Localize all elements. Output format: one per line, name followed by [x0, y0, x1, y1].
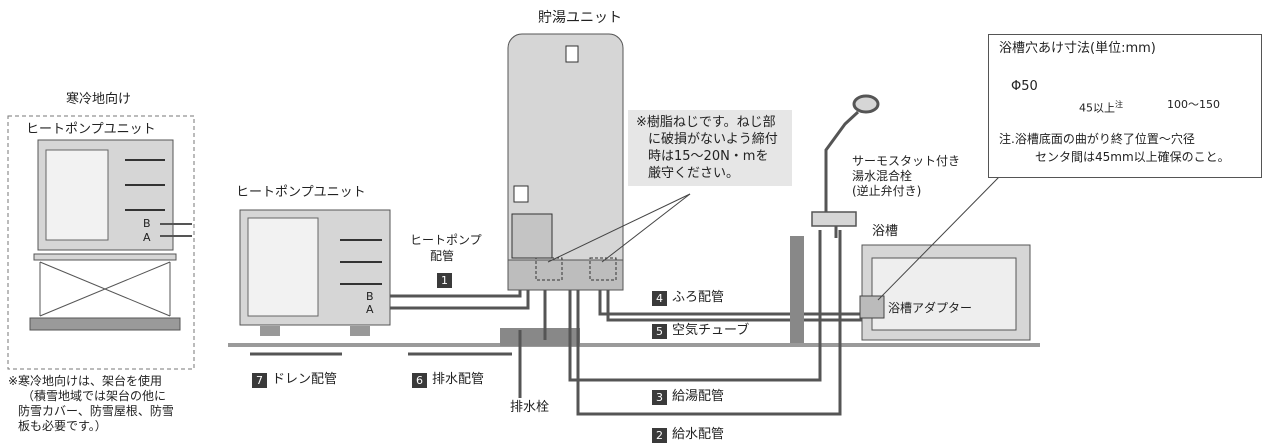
pipe-label-6: 6 排水配管	[412, 372, 484, 388]
pipe-network	[250, 230, 870, 416]
cold-stand	[29, 253, 181, 331]
cold-region-frame	[7, 115, 195, 370]
pipe-num-5: 5	[652, 324, 667, 339]
pipe-label-7: 7 ドレン配管	[252, 372, 337, 388]
bathtub-label: 浴槽	[872, 224, 899, 239]
pipe-label-5: 5 空気チューブ	[652, 323, 749, 339]
resin-note-line-3: 時は15〜20N・mを	[648, 149, 769, 164]
dimension-45-value: 45以上	[1079, 101, 1115, 115]
pipe-label-4: 4 ふろ配管	[652, 290, 724, 306]
mixer-label-line-3: (逆止弁付き)	[852, 184, 922, 198]
cold-port-a: A	[143, 231, 151, 244]
pipe-text-3: 給湯配管	[672, 389, 725, 404]
pipe-num-3: 3	[652, 390, 667, 405]
resin-note-line-2: に破損がないよう締付	[648, 132, 778, 147]
pipe-text-4: ふろ配管	[672, 290, 725, 305]
cold-note-line-3: 防雪カバー、防雪屋根、防雪	[18, 404, 174, 418]
cold-region-title: 寒冷地向け	[66, 92, 132, 107]
cold-port-b: B	[143, 217, 151, 230]
ground-line	[228, 343, 1040, 347]
hp-piping-line2: 配管	[430, 249, 455, 263]
pipe-text-5: 空気チューブ	[672, 323, 750, 338]
pipe-num-6: 6	[412, 373, 427, 388]
mixer-label: サーモスタット付き 湯水混合栓 (逆止弁付き)	[852, 154, 960, 199]
dimension-note-2: センタ間は45mm以上確保のこと。	[1035, 150, 1230, 164]
port-a: A	[366, 303, 374, 316]
pipe-text-7: ドレン配管	[272, 372, 338, 387]
leader-lines	[547, 175, 1001, 301]
dimension-box: 浴槽穴あけ寸法(単位:mm) Φ50 45以上注 100〜150 注.浴槽底面の…	[988, 34, 1262, 178]
dimension-45-sup: 注	[1115, 100, 1123, 109]
drain-valve-label: 排水栓	[510, 400, 550, 415]
pipe-num-7: 7	[252, 373, 267, 388]
mixer-label-line-1: サーモスタット付き	[852, 154, 961, 168]
pipe-label-2: 2 給水配管	[652, 427, 724, 443]
heat-pump-unit	[239, 209, 391, 336]
storage-unit-title: 貯湯ユニット	[538, 10, 622, 26]
cold-region-note: ※寒冷地向けは、架台を使用 （積雪地域では架台の他に 防雪カバー、防雪屋根、防雪…	[8, 374, 174, 434]
cold-note-line-2: （積雪地域では架台の他に	[22, 389, 167, 403]
resin-note-line-1: ※樹脂ねじです。ねじ部	[636, 115, 776, 130]
pipe-num-4: 4	[652, 291, 667, 306]
resin-note-line-4: 厳守ください。	[648, 166, 740, 181]
cold-note-line-1: ※寒冷地向けは、架台を使用	[8, 374, 163, 388]
hp-piping-line1: ヒートポンプ	[410, 233, 482, 247]
pipe-label-3: 3 給湯配管	[652, 389, 724, 405]
heat-pump-piping	[390, 270, 530, 310]
bath-adapter-label: 浴槽アダプター	[888, 301, 973, 315]
cold-region-unit-label: ヒートポンプユニット	[26, 122, 156, 137]
resin-note: ※樹脂ねじです。ねじ部 に破損がないよう締付 時は15〜20N・mを 厳守くださ…	[628, 110, 792, 186]
bathtub	[859, 244, 1031, 341]
hp-piping-num-badge: 1	[437, 273, 452, 288]
dimension-100: 100〜150	[1167, 98, 1220, 111]
dimension-title: 浴槽穴あけ寸法(単位:mm)	[999, 41, 1156, 56]
pipe-text-6: 排水配管	[432, 372, 485, 387]
cold-heat-pump-unit	[37, 139, 192, 251]
post	[790, 236, 804, 343]
port-b: B	[366, 290, 374, 303]
pipe-num-2: 2	[652, 428, 667, 443]
pipe-text-2: 給水配管	[672, 427, 725, 442]
dimension-note-1: 注.浴槽底面の曲がり終了位置〜穴径	[999, 132, 1195, 146]
dimension-45: 45以上注	[1079, 97, 1123, 117]
cold-note-line-4: 板も必要です。）	[18, 419, 107, 433]
storage-unit	[500, 33, 624, 346]
heat-pump-label: ヒートポンプユニット	[236, 185, 366, 200]
mixer-faucet	[811, 94, 880, 238]
dimension-phi: Φ50	[1011, 79, 1038, 94]
hp-piping-num: 1	[437, 272, 457, 288]
mixer-label-line-2: 湯水混合栓	[852, 169, 913, 183]
